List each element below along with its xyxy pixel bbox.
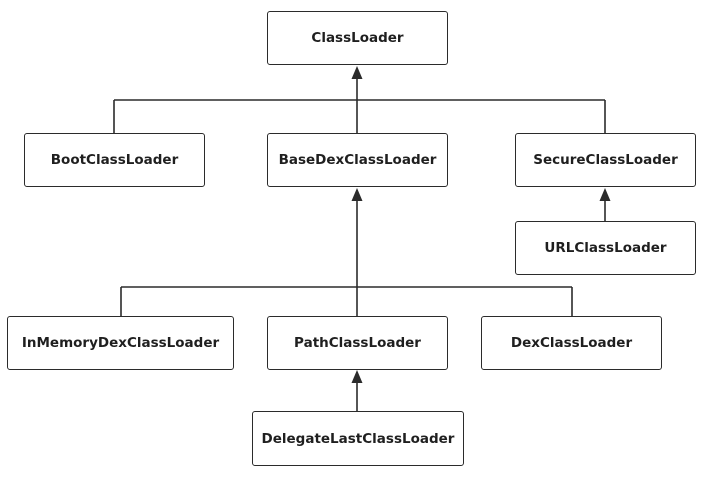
arrowhead-secure (599, 188, 611, 201)
node-delegatelastclassloader: DelegateLastClassLoader (252, 411, 464, 466)
node-inmemorydexclassloader: InMemoryDexClassLoader (7, 316, 234, 370)
arrowhead-basedex (351, 188, 363, 201)
node-dexclassloader: DexClassLoader (481, 316, 662, 370)
node-bootclassloader: BootClassLoader (24, 133, 205, 187)
node-classloader: ClassLoader (267, 11, 448, 65)
node-urlclassloader: URLClassLoader (515, 221, 696, 275)
node-basedexclassloader: BaseDexClassLoader (267, 133, 448, 187)
node-pathclassloader: PathClassLoader (267, 316, 448, 370)
arrowhead-classloader (351, 66, 363, 79)
node-secureclassloader: SecureClassLoader (515, 133, 696, 187)
arrowhead-path (351, 370, 363, 383)
